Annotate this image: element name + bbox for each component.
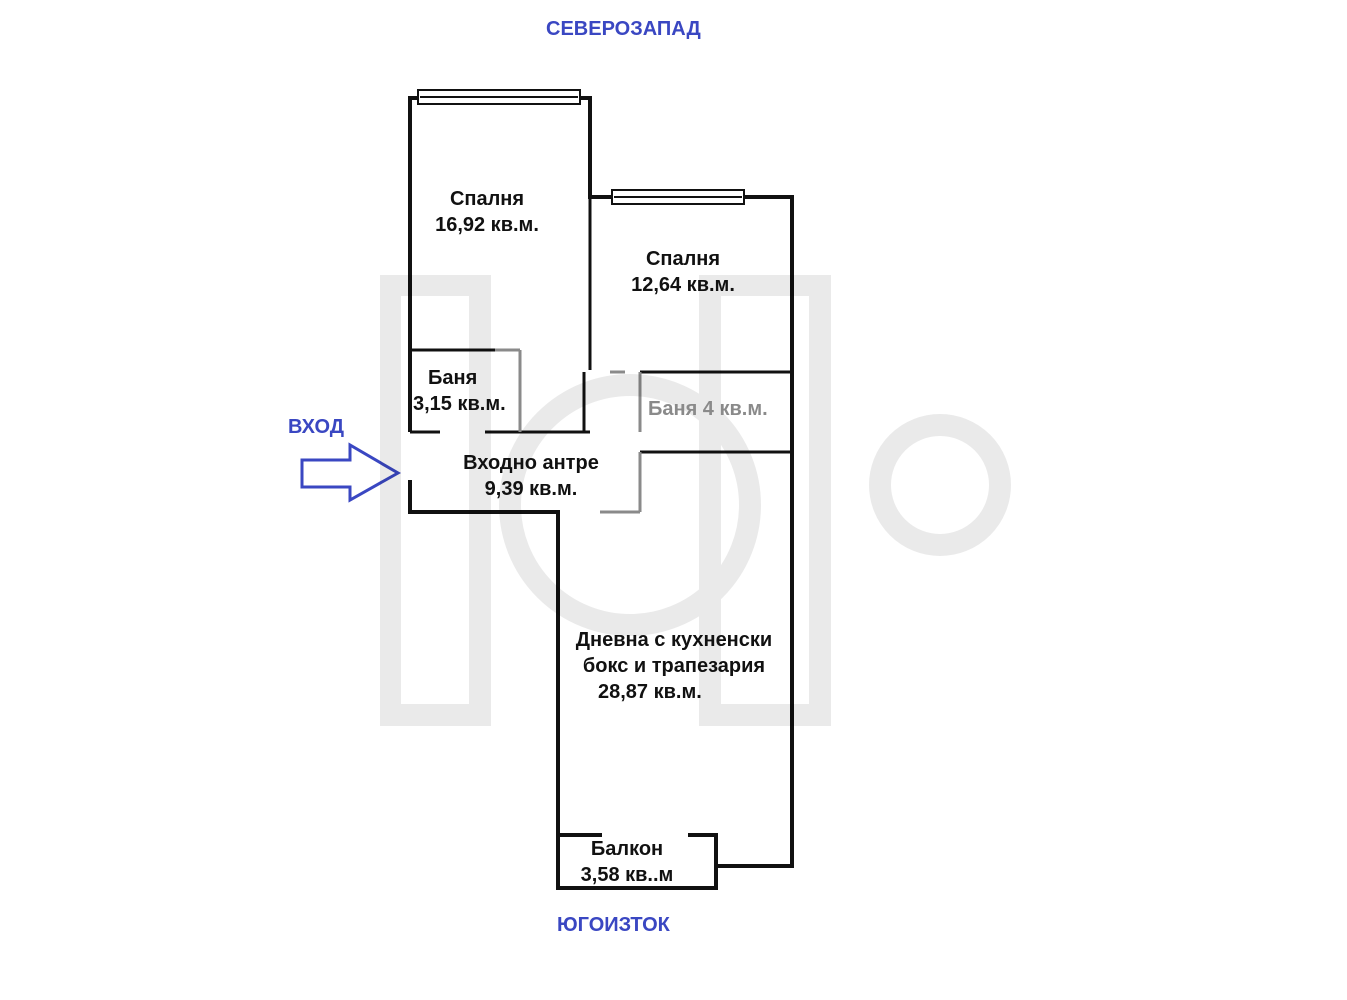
room-area: 16,92 кв.м. [435,214,539,236]
direction-south-label: ЮГОИЗТОК [557,914,670,936]
room-bedroom1: Спалня 16,92 кв.м. [412,186,562,238]
room-bath2: Баня 4 кв.м. [648,396,788,422]
room-name: Баня 4 кв.м. [648,398,768,420]
room-area: 3,15 кв.м. [413,393,506,415]
room-area: 3,58 кв..м [580,864,674,886]
room-name-line2: бокс и трапезария [582,655,766,677]
room-name: Балкон [590,838,664,860]
room-name: Спалня [449,188,525,210]
room-name-line1: Дневна с кухненски [575,629,773,651]
room-area: 28,87 кв.м. [598,681,702,703]
room-bath1: Баня 3,15 кв.м. [413,365,523,417]
direction-north-label: СЕВЕРОЗАПАД [546,18,701,40]
windows [417,89,745,205]
room-name: Спалня [645,248,721,270]
entrance-label: ВХОД [288,416,345,438]
room-balcony: Балкон 3,58 кв..м [562,836,692,888]
partitions [495,348,642,514]
room-living: Дневна с кухненски бокс и трапезария 28,… [560,627,788,705]
room-area: 9,39 кв.м. [484,478,578,500]
room-name: Баня [428,367,478,389]
interior-walls [410,197,792,454]
room-bedroom2: Спалня 12,64 кв.м. [608,246,758,298]
room-name: Входно антре [463,452,599,474]
room-area: 12,64 кв.м. [631,274,735,296]
room-hall: Входно антре 9,39 кв.м. [446,450,616,502]
arrow-right-icon [300,442,402,503]
